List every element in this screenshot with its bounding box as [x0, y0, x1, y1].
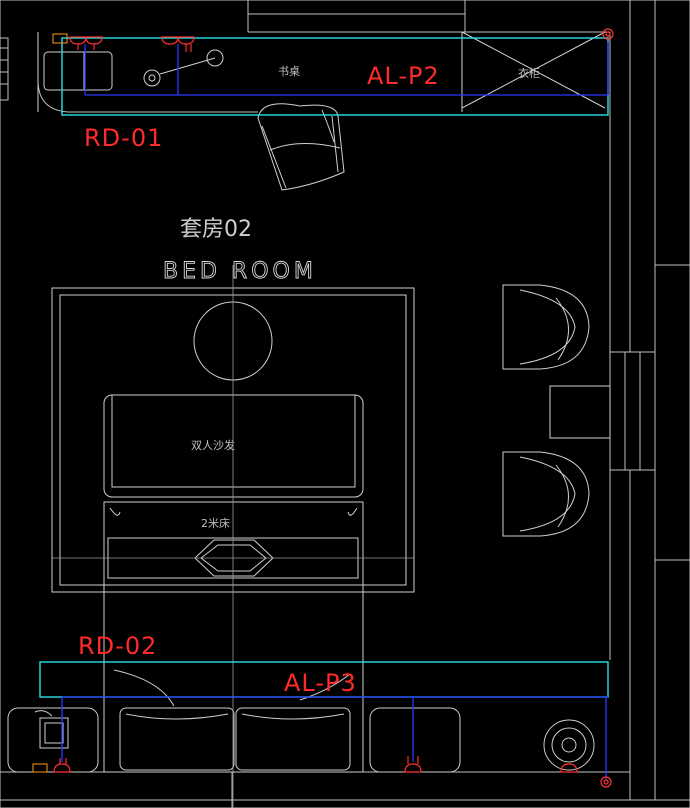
label-alp2: AL-P2 [367, 62, 440, 90]
room-name-cn: 套房02 [180, 217, 252, 242]
socket-icon [52, 33, 68, 44]
label-bed: 2米床 [201, 516, 230, 530]
junction-bottom-right-icon [600, 776, 612, 788]
label-desk: 书桌 [278, 65, 300, 78]
wiring [61, 42, 609, 780]
bedroom-furniture [7, 265, 611, 808]
room-name-en: BED ROOM [163, 259, 317, 284]
desk-area [37, 31, 606, 191]
label-rd02: RD-02 [78, 632, 157, 660]
spotlight-icon [53, 763, 71, 773]
label-rd01: RD-01 [84, 124, 163, 152]
label-sofa: 双人沙发 [191, 438, 235, 452]
junction-top-right-icon [602, 28, 614, 40]
label-alp3: AL-P3 [284, 669, 357, 697]
spotlight-icon [404, 763, 422, 773]
spotlight-icon [560, 763, 578, 773]
label-wardrobe: 衣柜 [518, 66, 540, 80]
socket-icon [32, 763, 48, 773]
fixtures [32, 28, 614, 788]
